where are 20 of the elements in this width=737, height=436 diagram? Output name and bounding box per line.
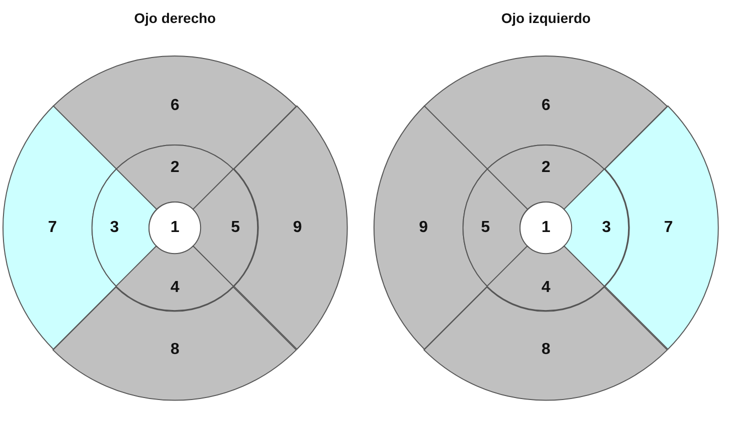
sector-number: 9	[419, 218, 428, 237]
sector-number: 2	[170, 158, 180, 176]
sector-number: 8	[542, 341, 550, 360]
sector-number: 2	[542, 158, 550, 176]
sector-number: 6	[542, 96, 550, 114]
eye-heading: Ojo derecho	[133, 10, 217, 26]
sector-number: 1	[542, 219, 550, 237]
sector-number: 4	[170, 279, 180, 298]
sector-number: 6	[170, 96, 180, 114]
sector-number: 9	[293, 218, 302, 237]
eye-heading: Ojo izquierdo	[500, 10, 592, 26]
sector-number: 7	[664, 218, 673, 237]
sector-number: 7	[48, 218, 57, 237]
sector-number: 5	[231, 218, 240, 237]
sector-number: 5	[481, 218, 490, 237]
sector-number: 3	[110, 218, 119, 237]
sector-number: 3	[602, 218, 611, 237]
sector-number: 1	[170, 219, 180, 237]
sector-number: 4	[542, 279, 550, 298]
sector-number: 8	[170, 341, 180, 360]
